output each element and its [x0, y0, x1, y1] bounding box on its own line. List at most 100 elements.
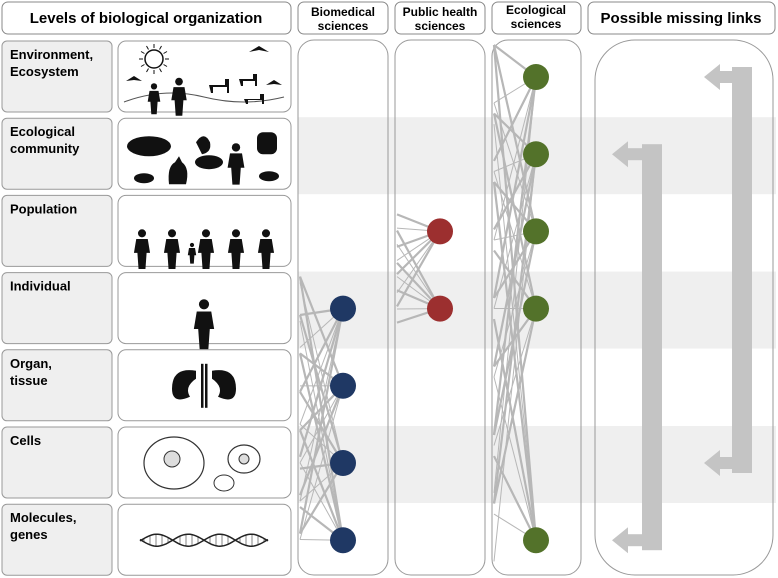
level-label: Organ, — [10, 356, 52, 371]
missing-links-header: Possible missing links — [601, 10, 762, 27]
level-label: tissue — [10, 373, 48, 388]
connection-line — [299, 462, 344, 535]
pig-icon — [127, 136, 171, 157]
rat-icon — [259, 171, 279, 182]
biomedical-header-line2: sciences — [318, 19, 369, 33]
connection-line — [493, 376, 537, 541]
person-icon — [167, 229, 177, 238]
level-label-box — [1, 117, 113, 190]
connection-line — [298, 308, 345, 458]
nucleus-icon — [163, 450, 181, 468]
deer-icon — [209, 79, 229, 93]
connection-line — [298, 308, 345, 534]
connection-line — [493, 230, 537, 299]
sun-ray-icon — [140, 64, 145, 67]
ecological-header-line2: sciences — [511, 17, 562, 31]
person-icon — [150, 83, 158, 90]
levels-header: Levels of biological organization — [30, 10, 263, 27]
person-icon — [133, 239, 151, 269]
ecological-node — [523, 141, 549, 168]
ecological-node — [523, 218, 549, 245]
connection-line — [492, 181, 538, 541]
ecological-node — [523, 295, 549, 322]
ecological-node — [523, 64, 549, 90]
missing-link-arrows — [612, 64, 752, 554]
connection-line — [298, 276, 345, 387]
level-label: Ecological — [10, 124, 75, 139]
connection-line — [492, 44, 538, 232]
level-label: Ecosystem — [10, 64, 79, 79]
person-icon — [147, 90, 161, 115]
connection-line — [298, 385, 345, 496]
biomedical-header-line1: Biomedical — [311, 5, 375, 19]
vessel-icon — [205, 363, 208, 408]
connection-line — [299, 391, 344, 464]
person-icon — [189, 242, 195, 248]
kidney-icon — [212, 370, 236, 400]
level-label: Individual — [10, 279, 71, 294]
group-of-people-silhouettes-icon — [133, 229, 275, 269]
connection-line — [298, 314, 345, 464]
bird-icon — [249, 46, 269, 52]
missing-link-arrow-long-stem — [718, 457, 732, 469]
level-label-box — [1, 426, 113, 499]
person-icon — [137, 229, 147, 238]
sun-ray-icon — [163, 64, 168, 67]
connection-line — [492, 44, 538, 541]
connection-line — [396, 230, 441, 310]
missing-link-arrow-short-stem — [626, 534, 642, 547]
connection-line — [298, 353, 345, 541]
level-label-box — [1, 40, 113, 113]
level-image-box — [117, 117, 292, 190]
sun-ray-icon — [159, 68, 162, 73]
sun-icon — [144, 49, 164, 69]
biomedical-node — [330, 372, 356, 399]
missing-link-arrow-short-bar — [642, 144, 662, 551]
pig-rooster-cat-rat-dog-human-icon — [127, 132, 279, 185]
levels-header-box — [1, 1, 292, 35]
cell-icon — [213, 474, 235, 492]
connection-line — [493, 308, 537, 446]
hill-icon — [123, 92, 285, 103]
cat-icon — [168, 156, 188, 185]
biomedical-node — [330, 450, 356, 476]
biomedical-header-box — [297, 1, 389, 35]
biomedical-node — [330, 527, 356, 554]
person-icon — [261, 229, 271, 238]
rat-icon — [134, 173, 154, 184]
cell-drawings-icon — [143, 436, 261, 492]
connection-line — [299, 308, 344, 393]
connection-line — [493, 455, 537, 541]
connection-line — [493, 76, 537, 241]
nucleus-icon — [238, 453, 250, 465]
connection-line — [299, 462, 344, 541]
level-image-box — [117, 349, 292, 422]
public-health-header-line2: sciences — [415, 19, 466, 33]
sun-ray-icon — [140, 51, 145, 54]
sun-ray-icon — [146, 45, 149, 50]
sun-ray-icon — [163, 51, 168, 54]
biomedical-node — [330, 295, 356, 322]
connection-line — [492, 153, 538, 367]
level-label-box — [1, 272, 113, 345]
public-health-node — [427, 295, 453, 322]
person-icon — [187, 248, 197, 264]
kidneys-icon — [172, 363, 236, 408]
connection-line — [299, 282, 344, 464]
ecological-column — [491, 39, 582, 576]
landscape-with-sun-people-animals-icon — [123, 44, 285, 116]
vessel-icon — [201, 363, 204, 408]
kidney-icon — [172, 370, 196, 400]
person-icon — [171, 87, 187, 116]
sun-ray-icon — [146, 68, 149, 73]
person-icon — [227, 239, 245, 269]
public-health-column — [394, 39, 486, 576]
level-image-box — [117, 40, 292, 113]
public-health-node — [427, 218, 453, 245]
single-person-silhouette-icon — [193, 299, 215, 350]
connection-line — [493, 154, 537, 309]
missing-link-arrow-long-head — [704, 450, 720, 476]
connection-line — [492, 318, 538, 541]
person-icon — [257, 239, 275, 269]
woman-icon — [227, 153, 245, 185]
